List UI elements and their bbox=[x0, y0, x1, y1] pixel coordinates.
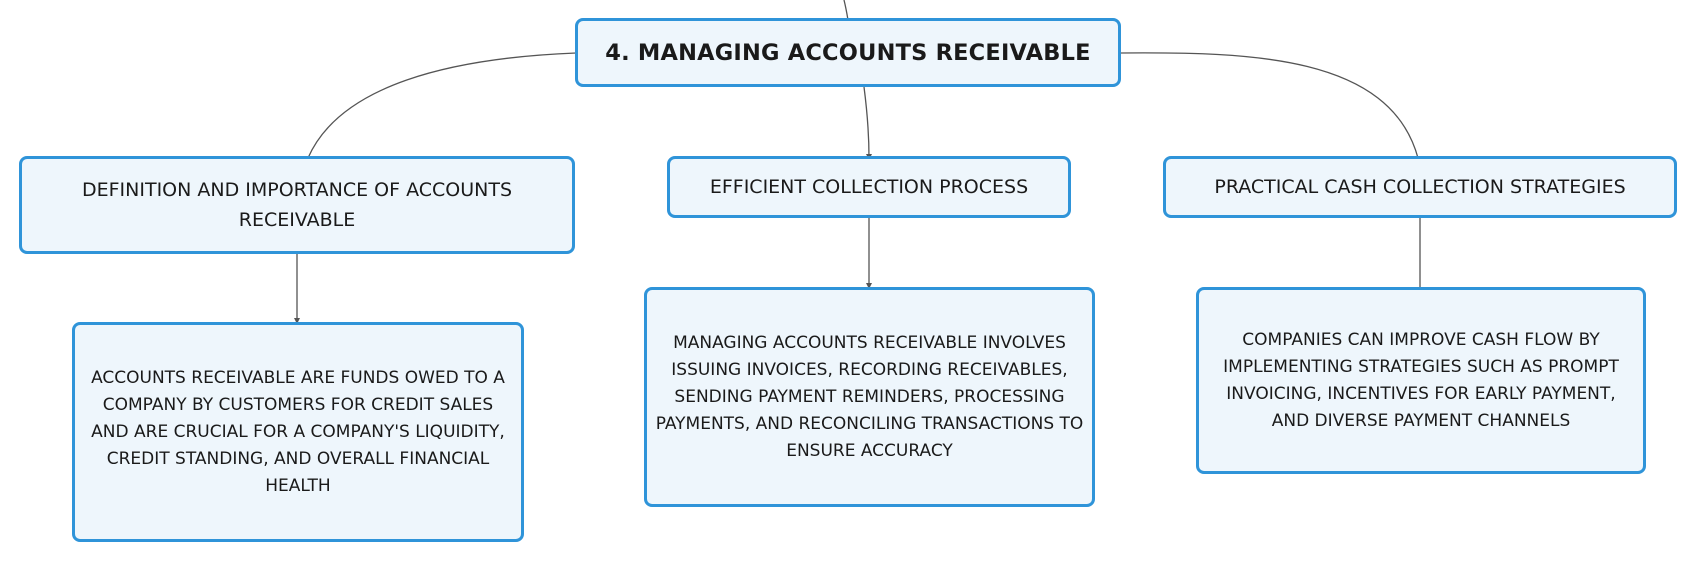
branch-node-collection-process[interactable]: EFFICIENT COLLECTION PROCESS bbox=[667, 156, 1071, 218]
root-topic-label: 4. MANAGING ACCOUNTS RECEIVABLE bbox=[605, 39, 1091, 66]
detail-node-collection-process[interactable]: MANAGING ACCOUNTS RECEIVABLE INVOLVES IS… bbox=[644, 287, 1095, 507]
branch-label: DEFINITION AND IMPORTANCE OF ACCOUNTS RE… bbox=[81, 179, 513, 231]
branch-label: PRACTICAL CASH COLLECTION STRATEGIES bbox=[1214, 176, 1626, 198]
detail-text: COMPANIES CAN IMPROVE CASH FLOW BY IMPLE… bbox=[1223, 329, 1619, 431]
detail-text: ACCOUNTS RECEIVABLE ARE FUNDS OWED TO A … bbox=[91, 367, 505, 496]
detail-node-cash-strategies[interactable]: COMPANIES CAN IMPROVE CASH FLOW BY IMPLE… bbox=[1196, 287, 1646, 474]
branch-label: EFFICIENT COLLECTION PROCESS bbox=[709, 176, 1029, 198]
arrowhead bbox=[294, 318, 300, 324]
root-topic-node[interactable]: 4. MANAGING ACCOUNTS RECEIVABLE bbox=[575, 18, 1121, 87]
branch-node-cash-strategies[interactable]: PRACTICAL CASH COLLECTION STRATEGIES bbox=[1163, 156, 1677, 218]
connector-parent-to-root bbox=[843, 0, 849, 21]
detail-text: MANAGING ACCOUNTS RECEIVABLE INVOLVES IS… bbox=[655, 332, 1084, 461]
detail-node-definition[interactable]: ACCOUNTS RECEIVABLE ARE FUNDS OWED TO A … bbox=[72, 322, 524, 542]
arrowhead bbox=[866, 283, 872, 289]
connector-root-to-collection bbox=[863, 86, 870, 159]
branch-node-definition[interactable]: DEFINITION AND IMPORTANCE OF ACCOUNTS RE… bbox=[19, 156, 575, 254]
connector-root-to-definition bbox=[307, 52, 577, 159]
connector-root-to-strategies bbox=[1120, 52, 1419, 159]
